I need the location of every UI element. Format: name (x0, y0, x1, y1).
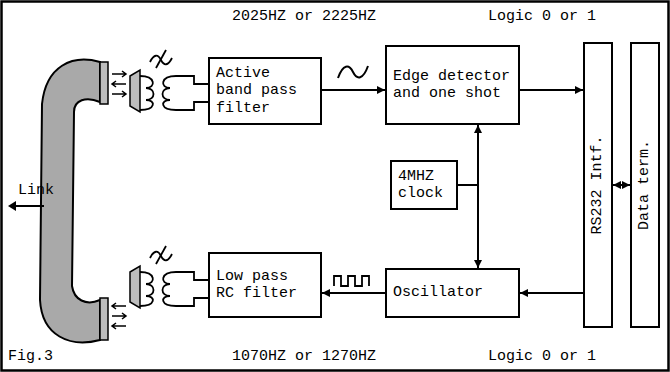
signal-arrow (520, 89, 583, 91)
telephone-handset (40, 60, 100, 343)
ac-signal-symbol (150, 50, 172, 264)
process-box: Active band pass filter (208, 57, 322, 125)
box-text: Edge detector and one shot (393, 68, 512, 103)
link-arrowhead (8, 201, 16, 211)
box-text: Data term. (636, 140, 653, 230)
interface-bar: RS232 Intf. (583, 42, 613, 328)
figure-number: Fig.3 (8, 348, 53, 365)
process-box: Oscillator (385, 268, 520, 318)
link-label: Link (18, 182, 54, 199)
signal-arrow (613, 184, 630, 186)
clock-box: 4MHZ clock (390, 160, 458, 210)
terminal-bar: Data term. (630, 42, 660, 328)
box-text: Oscillator (393, 284, 512, 301)
sound-arrows (112, 71, 126, 329)
signal-arrow (322, 292, 385, 294)
signal-arrow (458, 185, 478, 268)
handset-earpiece (100, 62, 108, 104)
mouthpiece-transducer (130, 266, 140, 308)
box-text: Low pass RC filter (216, 268, 314, 303)
sine-wave-symbol (338, 66, 368, 78)
box-text: 4MHZ clock (398, 168, 450, 203)
handset-mouthpiece (100, 298, 108, 340)
process-box: Low pass RC filter (208, 252, 322, 318)
frequency-label: 1070HZ or 1270HZ (232, 348, 376, 365)
frequency-label: 2025HZ or 2225HZ (232, 8, 376, 25)
process-box: Edge detector and one shot (385, 45, 520, 125)
box-text: Active band pass filter (216, 65, 314, 117)
transformer-symbol (140, 76, 208, 110)
signal-arrow (322, 89, 385, 91)
signal-arrow (520, 292, 583, 294)
square-wave-symbol (334, 276, 369, 286)
earpiece-transducer (130, 70, 140, 112)
transformer-symbol (140, 272, 208, 306)
signal-arrow (458, 125, 478, 185)
logic-level-label: Logic 0 or 1 (488, 8, 596, 25)
logic-level-label: Logic 0 or 1 (488, 348, 596, 365)
box-text: RS232 Intf. (589, 135, 606, 234)
